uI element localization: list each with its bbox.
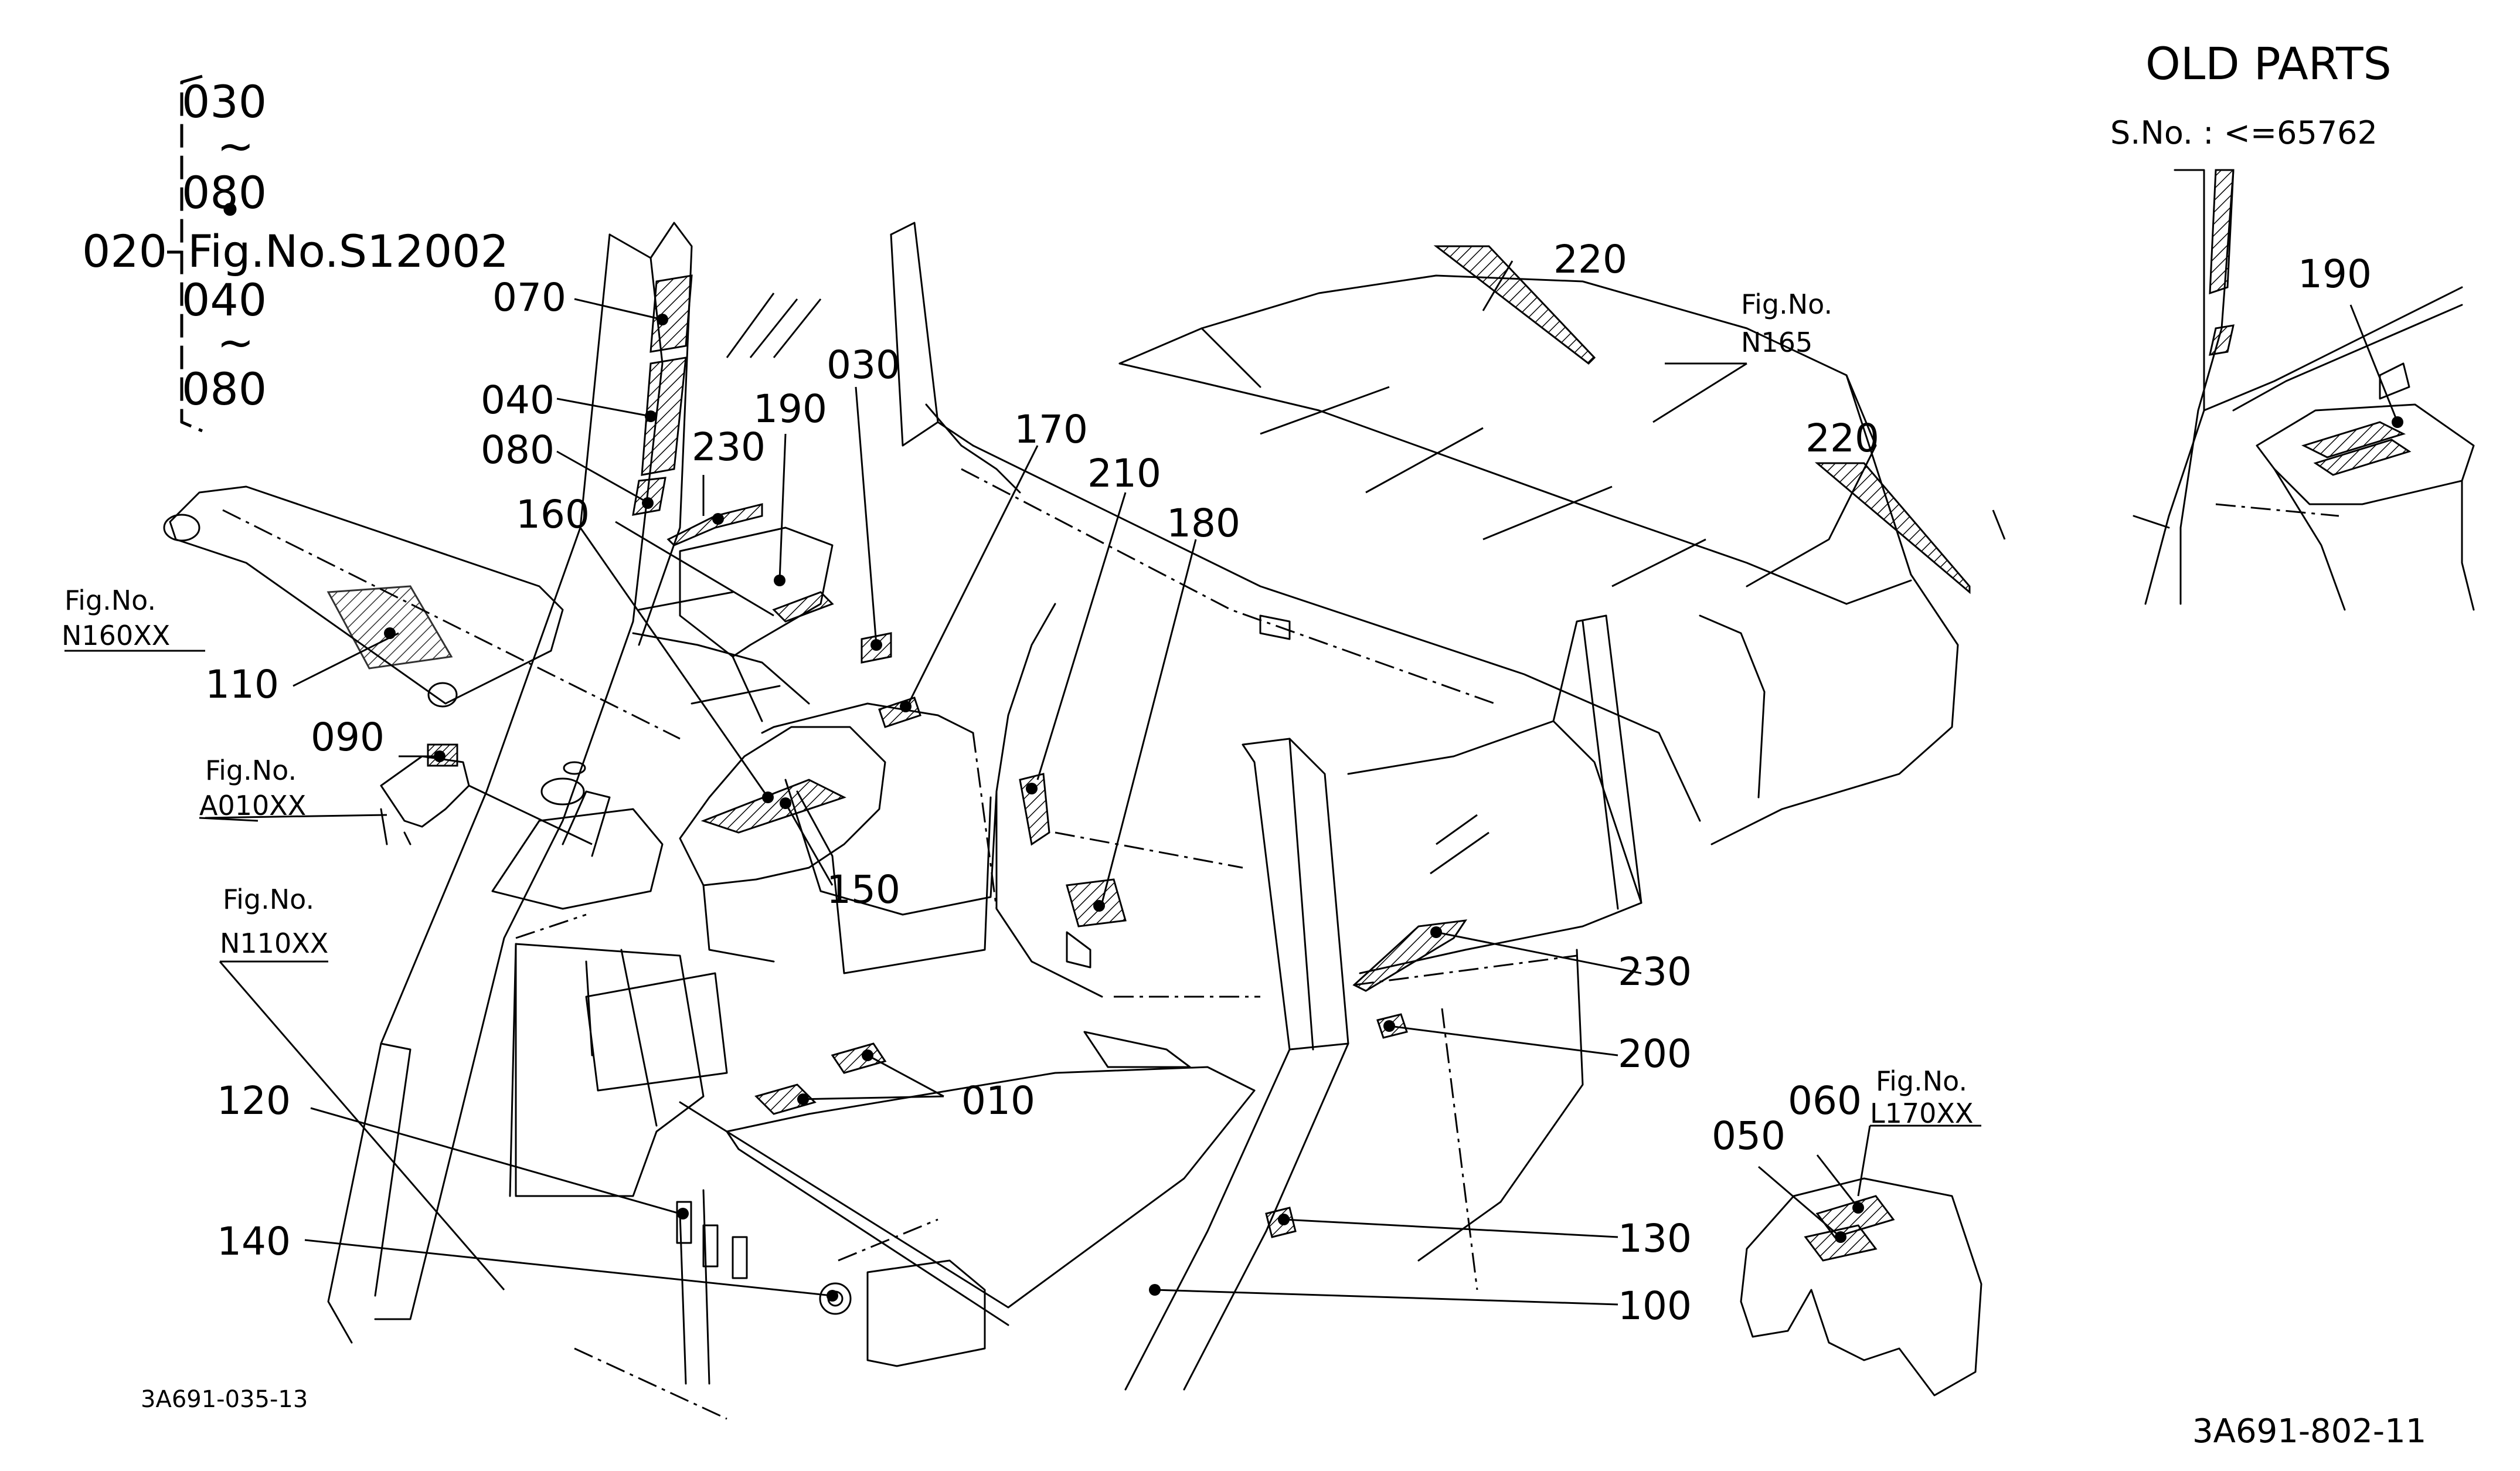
callout-220-right: 220 (1805, 416, 1879, 461)
figref-l170-number: L170XX (1870, 1098, 1973, 1129)
callout-170: 170 (1014, 407, 1088, 452)
figref-a010-label: Fig.No. (205, 755, 297, 786)
figref-a010-number: A010XX (199, 790, 306, 821)
callout-230-right: 230 (1618, 949, 1692, 994)
figref-n165-number: N165 (1741, 327, 1812, 358)
figref-n165-label: Fig.No. (1741, 288, 1832, 320)
callout-190: 190 (753, 386, 827, 432)
callout-110: 110 (205, 662, 279, 707)
roof-decals (1433, 245, 1971, 594)
pillar-decals (632, 274, 693, 516)
door-fittings (676, 1201, 852, 1315)
leader-dots (384, 314, 2403, 1302)
drawing-code-left: 3A691-035-13 (141, 1386, 308, 1413)
callout-150: 150 (827, 867, 900, 912)
callout-210: 210 (1087, 451, 1161, 496)
callout-140: 140 (217, 1219, 291, 1264)
callout-190-inset: 190 (2298, 252, 2372, 297)
callout-070: 070 (492, 275, 566, 320)
figref-n160-number: N160XX (62, 620, 170, 651)
cab-structure (222, 222, 1959, 1420)
bracket-line-2: ~ (217, 120, 254, 172)
callout-080: 080 (481, 427, 555, 473)
callout-220-top: 220 (1553, 237, 1627, 282)
callout-100: 100 (1618, 1283, 1692, 1329)
old-parts-title: OLD PARTS (2145, 38, 2392, 90)
callout-040: 040 (481, 378, 555, 423)
figref-n160-label: Fig.No. (64, 585, 156, 616)
bracket-line-5: Fig.No.S12002 (188, 225, 509, 277)
figref-n110-label: Fig.No. (223, 884, 314, 915)
callout-130: 130 (1618, 1216, 1692, 1261)
serial-number-range: S.No. : <=65762 (2110, 114, 2378, 151)
bracket-line-4: • (217, 184, 243, 236)
switch-assembly (380, 743, 470, 845)
bracket-line-1: 030 (182, 76, 267, 128)
callout-090: 090 (311, 715, 385, 760)
old-parts-inset (2133, 169, 2475, 611)
figure-references: Fig.No. N160XX Fig.No. A010XX Fig.No. N1… (62, 288, 1973, 1129)
reference-bracket: 030 ~ 080 • Fig.No.S12002 040 ~ 080 020 (82, 74, 509, 433)
callout-060: 060 (1788, 1078, 1862, 1123)
figref-n110-number: N110XX (220, 928, 328, 959)
callout-180: 180 (1167, 501, 1240, 546)
leader-lines (64, 260, 2399, 1306)
callout-120: 120 (217, 1078, 291, 1123)
bracket-line-6: 040 (182, 274, 267, 326)
callout-labels: 070 040 080 230 190 030 170 210 180 160 … (205, 237, 2372, 1329)
callout-200: 200 (1618, 1031, 1692, 1076)
bracket-line-7: ~ (217, 316, 254, 368)
bracket-line-3: 080 (182, 167, 267, 219)
bracket-line-8: 080 (182, 363, 267, 415)
callout-230-top: 230 (692, 424, 766, 470)
callout-030: 030 (827, 342, 900, 388)
callout-010: 010 (961, 1078, 1035, 1123)
callout-050: 050 (1712, 1113, 1786, 1159)
figref-l170-label: Fig.No. (1876, 1065, 1967, 1097)
callout-160: 160 (516, 492, 590, 537)
drawing-code-right: 3A691-802-11 (2192, 1412, 2426, 1450)
bracket-ref-020: 020 (82, 225, 167, 277)
